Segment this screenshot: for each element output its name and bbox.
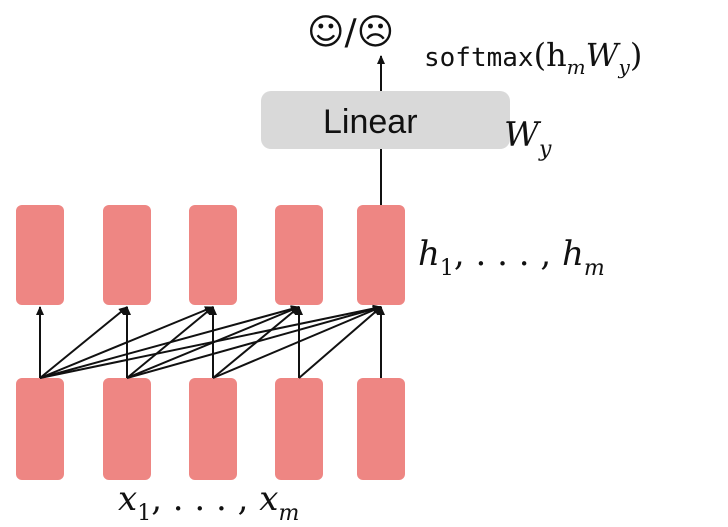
hidden-label-first: h: [418, 234, 440, 274]
input-label-last: x: [259, 479, 278, 519]
formula-close-paren: ): [630, 36, 642, 74]
output-sentiment-symbol: ☺/☹: [307, 12, 394, 53]
edge-x1-to-h2: [39, 306, 128, 379]
edge-x1-to-h3: [39, 306, 214, 379]
self-attention-edges: [36, 304, 385, 379]
edge-x1-to-h5: [39, 304, 382, 379]
hidden-label-first-sub: 1: [440, 256, 454, 281]
linear-weight-sub: y: [538, 137, 552, 162]
edge-x4-to-h5: [298, 306, 382, 379]
hidden-node-5: [357, 205, 405, 305]
softmax-function: softmax: [424, 43, 534, 73]
formula-open-paren-h: (h: [534, 36, 567, 74]
linear-layer-label: Linear: [323, 103, 418, 141]
input-node-5: [357, 378, 405, 480]
edge-x1-to-h4: [39, 305, 300, 379]
input-label-first: x: [118, 479, 137, 519]
input-node-3: [189, 378, 237, 480]
input-label-first-sub: 1: [137, 501, 151, 526]
edge-x3-to-h5: [212, 306, 382, 379]
formula-h-sub: m: [567, 55, 586, 79]
hidden-label-last-sub: m: [584, 256, 605, 281]
hidden-nodes-group: [16, 205, 405, 305]
input-node-1: [16, 378, 64, 480]
hidden-states-label: h1, . . . , hm: [418, 234, 605, 281]
hidden-node-2: [103, 205, 151, 305]
hidden-label-separator: , . . . ,: [454, 234, 562, 274]
hidden-node-3: [189, 205, 237, 305]
formula-w-sub: y: [618, 55, 631, 79]
input-node-2: [103, 378, 151, 480]
input-label-last-sub: m: [278, 501, 299, 526]
linear-weight-label: Wy: [504, 115, 552, 162]
input-tokens-label: x1, . . . , xm: [118, 479, 299, 526]
input-label-separator: , . . . ,: [151, 479, 259, 519]
output-formula: softmax(hmWy): [424, 36, 642, 79]
linear-weight-main: W: [504, 115, 542, 155]
hidden-label-last: h: [562, 234, 584, 274]
hidden-node-4: [275, 205, 323, 305]
input-nodes-group: [16, 378, 405, 480]
linear-layer-box: [261, 91, 510, 149]
edge-x2-to-h5: [126, 305, 382, 379]
input-node-4: [275, 378, 323, 480]
formula-w: W: [586, 36, 622, 74]
hidden-node-1: [16, 205, 64, 305]
